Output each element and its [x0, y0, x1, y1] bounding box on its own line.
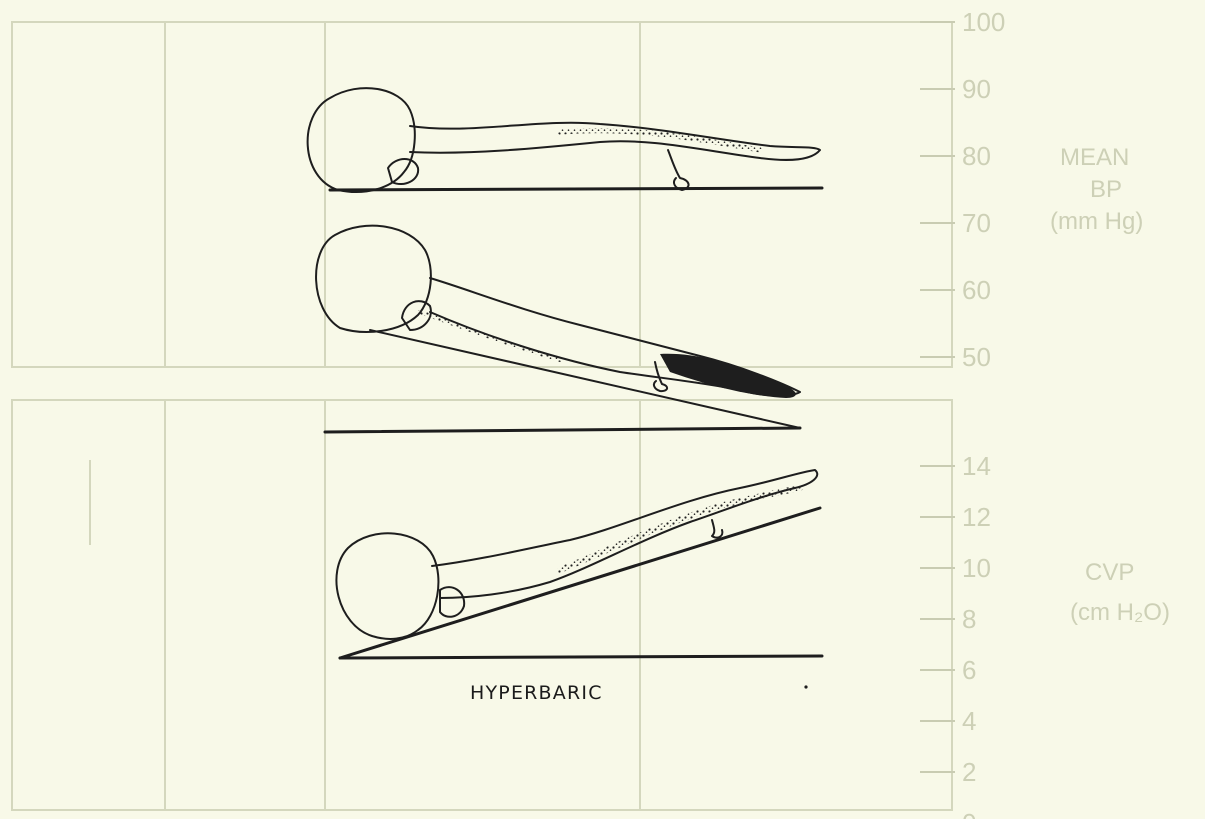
head-down-head [336, 533, 438, 639]
tilt-base-line [325, 428, 800, 432]
level-surface [330, 188, 822, 190]
head-down-body [432, 470, 817, 598]
head-down-foot [712, 520, 722, 538]
supine-head [308, 88, 415, 192]
supine-foot [668, 150, 689, 190]
tilted-head [316, 226, 431, 332]
figure-head-down-tilt [336, 470, 822, 658]
figure-feet-down-tilt [316, 226, 800, 432]
figure-caption: HYPERBARIC [470, 682, 603, 704]
head-down-shoulder [440, 587, 464, 617]
head-down-incline-line [340, 508, 820, 658]
figure-supine-level [308, 88, 822, 192]
supine-body [410, 123, 820, 160]
head-down-base-line [340, 656, 822, 658]
supine-shoulder [388, 159, 418, 184]
pooled-legs [660, 354, 796, 398]
